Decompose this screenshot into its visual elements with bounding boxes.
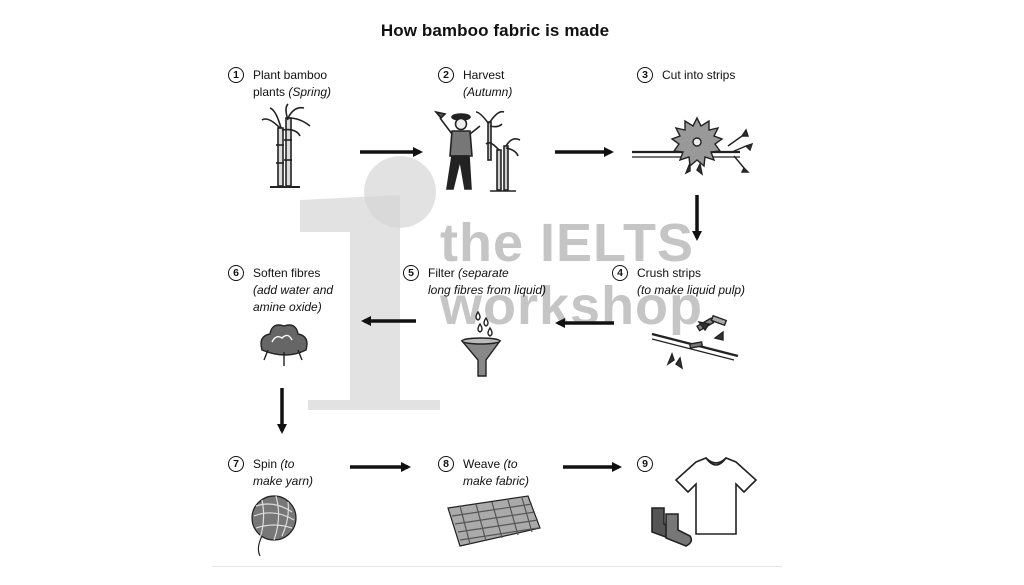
step-6-note-cont: amine oxide) — [253, 300, 322, 314]
step-7-note-cont: make yarn) — [253, 474, 314, 488]
step-1-number: 1 — [228, 67, 244, 83]
step-3-number: 3 — [637, 67, 653, 83]
step-7-title: Spin — [253, 457, 278, 471]
step-4-number: 4 — [612, 265, 628, 281]
step-4-title: Crush strips — [637, 266, 702, 280]
step-8-note-cont: make fabric) — [463, 474, 530, 488]
step-3-title: Cut into strips — [662, 68, 736, 82]
circular-saw-icon — [632, 116, 754, 176]
cotton-boll-icon — [260, 324, 308, 366]
woven-fabric-icon — [447, 495, 541, 547]
step-8-title: Weave — [463, 457, 501, 471]
step-2-note: (Autumn) — [463, 85, 513, 99]
filter-funnel-icon — [460, 310, 502, 377]
step-5-number: 5 — [403, 265, 419, 281]
step-5-note-cont: long fibres from liquid) — [428, 283, 547, 297]
step-9-number: 9 — [637, 456, 653, 472]
farmer-harvesting-icon — [433, 110, 521, 192]
step-4-note: (to make liquid pulp) — [637, 283, 746, 297]
step-6-number: 6 — [228, 265, 244, 281]
step-1-title: Plant bamboo — [253, 68, 328, 82]
step-2-title: Harvest — [463, 68, 505, 82]
step-2-number: 2 — [438, 67, 454, 83]
tshirt-and-socks-icon — [651, 457, 758, 547]
step-8-number: 8 — [438, 456, 454, 472]
bamboo-plant-icon — [261, 103, 311, 188]
step-1-title-cont: plants — [253, 85, 286, 99]
step-6-note: (add water and — [253, 283, 334, 297]
bottom-divider — [212, 566, 782, 567]
step-7-number: 7 — [228, 456, 244, 472]
step-5-title: Filter — [428, 266, 455, 280]
step-6-title: Soften fibres — [253, 266, 321, 280]
step-7-note: (to — [280, 457, 295, 471]
step-1-note: (Spring) — [288, 85, 332, 99]
diagram-title: How bamboo fabric is made — [380, 21, 610, 40]
crushed-bamboo-icon — [651, 314, 739, 370]
yarn-ball-icon — [251, 495, 297, 557]
step-8-note: (to — [503, 457, 518, 471]
step-5-note: (separate — [458, 266, 509, 280]
